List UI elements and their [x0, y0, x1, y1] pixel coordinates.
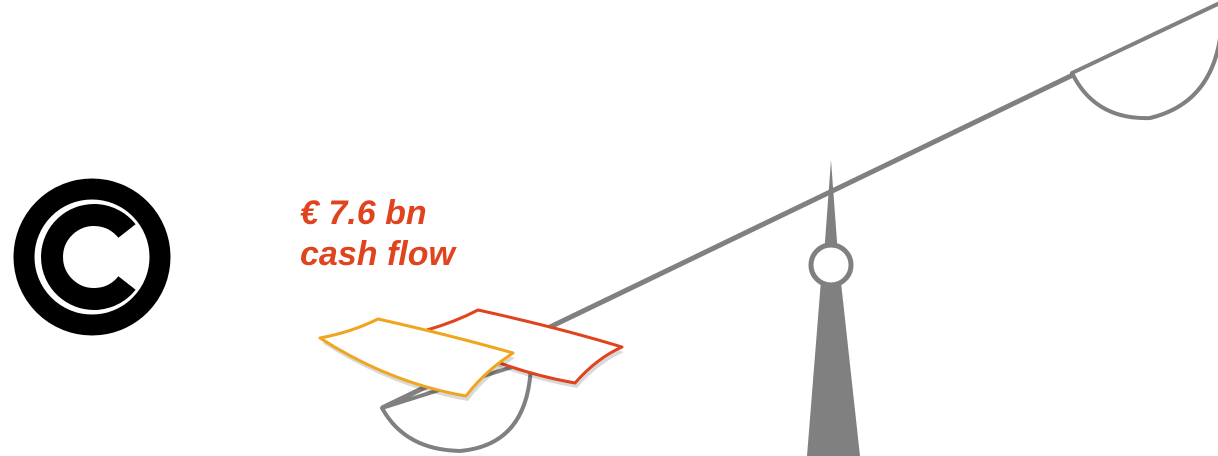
cash-caption: cash flow	[300, 234, 455, 275]
cash-amount: € 7.6 bn	[300, 193, 455, 234]
scale-mast-tip	[824, 160, 838, 255]
cash-flow-label: € 7.6 bn cash flow	[300, 193, 455, 275]
copyright-icon	[24, 189, 160, 325]
scale-pivot	[811, 245, 851, 285]
right-scale-pan	[1072, 2, 1218, 118]
